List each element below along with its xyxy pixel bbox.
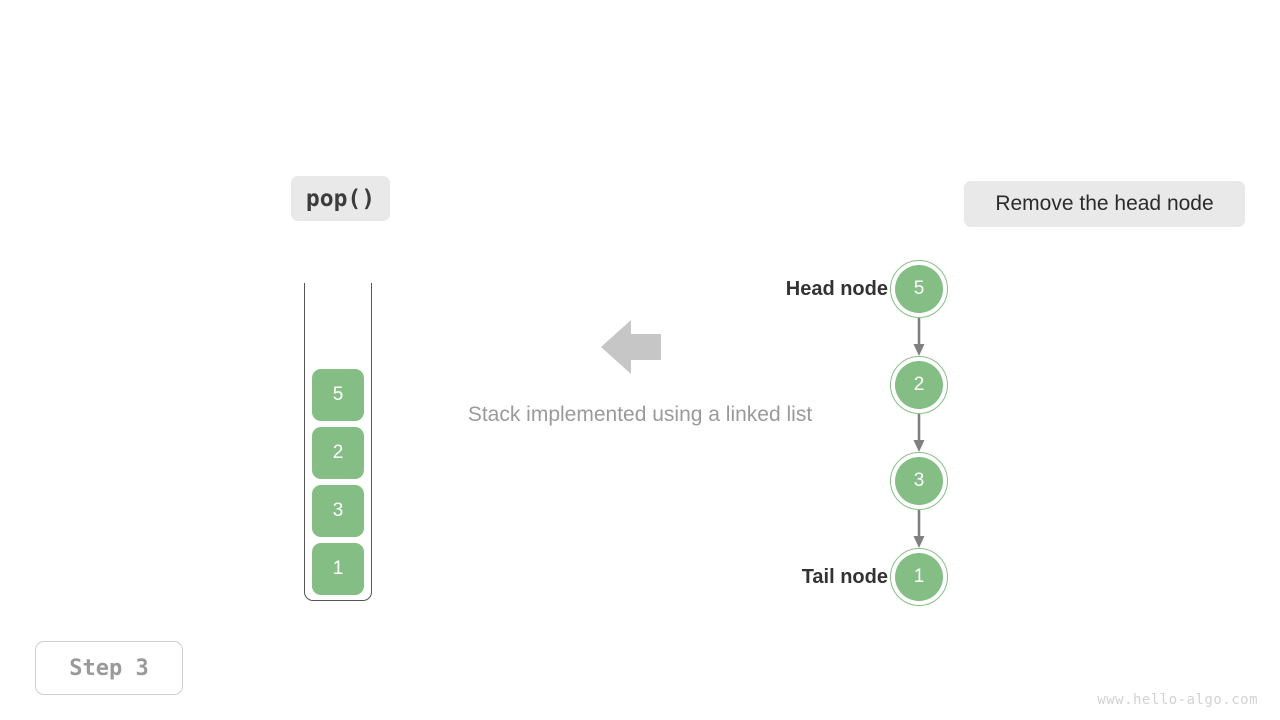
left-arrow-icon: [601, 320, 661, 374]
list-node-value: 3: [895, 457, 943, 505]
watermark: www.hello-algo.com: [1097, 692, 1258, 708]
stack-cell: 2: [312, 427, 364, 479]
link-arrow-icon: [912, 510, 926, 548]
link-arrow-icon: [912, 318, 926, 356]
list-node: 1: [890, 548, 948, 606]
diagram-caption: Stack implemented using a linked list: [0, 403, 1280, 427]
linked-list: Head node 5 2 3 Tail node 1: [700, 250, 1000, 620]
diagram-caption-text: Stack implemented using a linked list: [467, 403, 813, 426]
action-badge: Remove the head node: [964, 181, 1245, 227]
head-node-label: Head node: [785, 278, 888, 300]
list-node: 2: [890, 356, 948, 414]
list-node: 3: [890, 452, 948, 510]
stack-cell: 1: [312, 543, 364, 595]
stack-cell: 3: [312, 485, 364, 537]
list-node-value: 5: [895, 265, 943, 313]
stack-container: 5 2 3 1: [304, 283, 374, 603]
list-node-value: 1: [895, 553, 943, 601]
list-node-value: 2: [895, 361, 943, 409]
stack-frame-outline: [304, 283, 372, 601]
stack-cell-list: 5 2 3 1: [312, 369, 364, 595]
link-arrow-icon: [912, 414, 926, 452]
operation-badge: pop(): [291, 176, 390, 221]
step-badge: Step 3: [35, 641, 183, 695]
tail-node-label: Tail node: [801, 566, 888, 588]
stack-cell: 5: [312, 369, 364, 421]
list-node: 5: [890, 260, 948, 318]
